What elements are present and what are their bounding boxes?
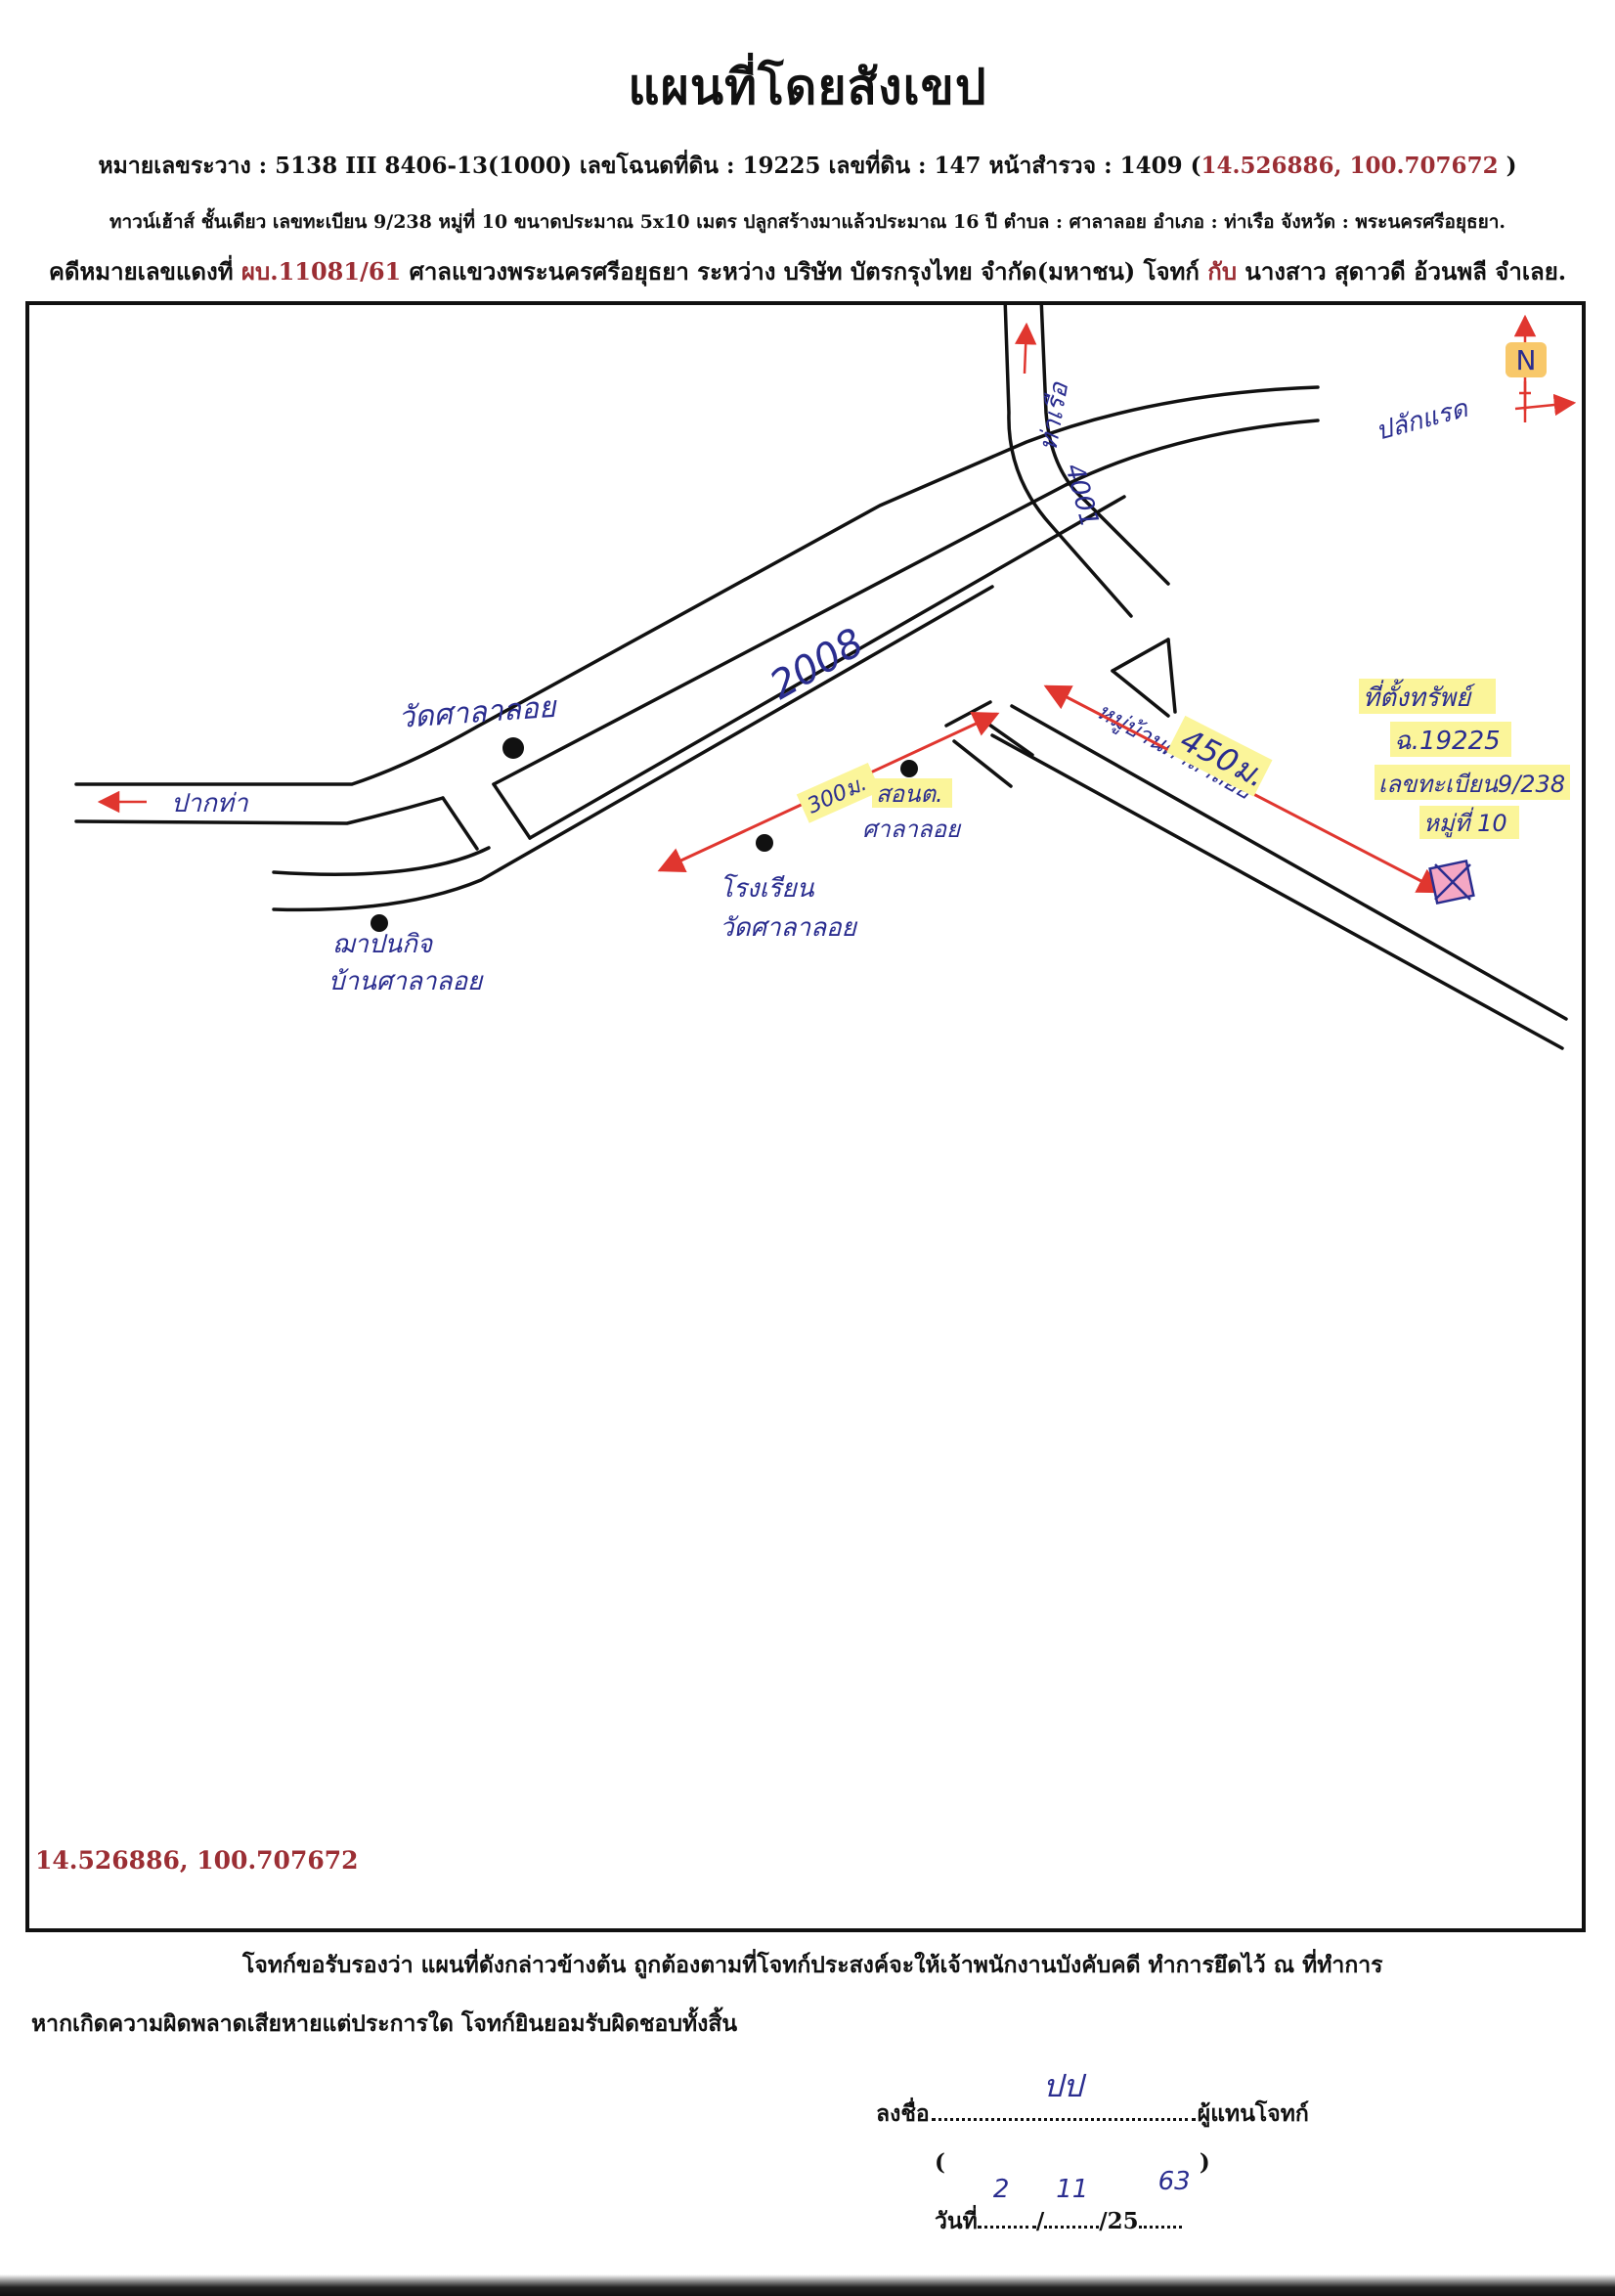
road-2008-upper-edge [74,385,1320,786]
road-4001-west-edge [1003,305,1133,618]
map-sheet-text: หมายเลขระวาง : 5138 III 8406-13(1000) เล… [98,153,1201,179]
distance-label-300: 300ม. [796,762,881,823]
side-street-2b [952,739,1013,788]
junction-cut-west [441,796,479,851]
case-with: กับ [1207,257,1238,286]
svg-text:ที่ตั้งทรัพย์: ที่ตั้งทรัพย์ [1363,679,1475,713]
map-drawing: N ท่าเรือ 4001 ปลักแรด ปากท่า 2008 หมู่บ… [74,305,1577,1050]
school-dot [756,834,773,852]
svg-text:ฉ.19225: ฉ.19225 [1394,727,1501,756]
certification-line-2: หากเกิดความผิดพลาดเสียหายแต่ประการใด โจท… [31,2010,738,2037]
date-month-field: 11 [1044,2175,1100,2229]
signature-field: ปป [931,2067,1196,2121]
svg-text:เลขทะเบียน9/238: เลขทะเบียน9/238 [1378,771,1565,798]
case-info: คดีหมายเลขแดงที่ ผบ.11081/61 ศาลแขวงพระน… [0,252,1615,290]
case-parties: ศาลแขวงพระนครศรีอยุธยา ระหว่าง บริษัท บั… [409,257,1200,286]
paren-open: ( [935,2149,945,2176]
junction-cut-east [492,782,532,840]
date-year-field: 63 [1138,2167,1191,2229]
scan-edge [0,2274,1615,2296]
side-street-2c [978,716,1034,757]
road-2008-lower-edge-east [492,419,1320,786]
certification-line-1: โจทก์ขอรับรองว่า แผนที่ดังกล่าวข้างต้น ถ… [242,1952,1383,1978]
name-parentheses: () [935,2149,1210,2176]
side-street-1b [1166,638,1177,714]
date-day: 2 [992,2175,1010,2204]
side-street-1 [1111,638,1170,673]
lower-road-top-east [528,495,1126,840]
header-coordinates: 14.526886, 100.707672 [1200,153,1499,179]
label-tharua: ท่าเรือ [1033,379,1074,454]
temple-dot [502,737,524,759]
road-4001-east-edge [1039,305,1170,586]
date-year-prefix: 25 [1107,2208,1139,2234]
page-title: แผนที่โดยสังเขป [628,58,987,115]
label-school-2: วัดศาลาลอย [720,913,858,943]
map-sheet-info: หมายเลขระวาง : 5138 III 8406-13(1000) เล… [0,149,1615,184]
health-center-dot [900,760,918,777]
label-pakta: ปากท่า [171,789,249,818]
sign-suffix: ผู้แทนโจทก์ [1197,2100,1309,2127]
lower-road-bottom [272,585,994,912]
label-village-2: บ้านศาลาลอย [328,967,484,996]
road-2008-lower-edge-west [74,796,445,825]
date-month: 11 [1056,2175,1089,2204]
map-sheet-close: ) [1506,153,1517,179]
label-health-2: ศาลาลอย [862,816,962,843]
paren-close: ) [1199,2149,1210,2176]
case-prefix: คดีหมายเลขแดงที่ [48,257,234,286]
label-school-1: โรงเรียน [720,873,815,904]
signature-mark: ปป [1042,2067,1083,2104]
map-frame: N ท่าเรือ 4001 ปลักแรด ปากท่า 2008 หมู่บ… [25,301,1586,1932]
arrow-tharua [1014,322,1037,375]
north-highlight [1506,342,1547,377]
lower-road-top-west [272,846,491,876]
date-year: 63 [1157,2167,1191,2196]
property-label: ที่ตั้งทรัพย์ ฉ.19225 เลขทะเบียน9/238 หม… [1359,679,1570,839]
sign-prefix: ลงชื่อ [876,2100,930,2127]
north-arrow: N [1506,314,1547,422]
signature-line: ลงชื่อ ปปผู้แทนโจทก์ [876,2067,1309,2132]
label-health-1: สอนต. [876,780,943,808]
property-marker [1428,859,1475,905]
label-plakraet: ปลักแรด [1373,394,1471,447]
north-label: N [1516,344,1537,376]
case-defendant: นางสาว สุดาวดี อ้วนพลี จำเลย. [1244,257,1567,286]
map-coordinates: 14.526886, 100.707672 [35,1846,359,1875]
date-prefix: วันที่ [935,2208,978,2234]
village-dot [371,914,388,932]
arrow-plakraet [1514,393,1577,417]
case-number: ผบ.11081/61 [240,257,402,286]
svg-text:หมู่ที่ 10: หมู่ที่ 10 [1423,807,1507,838]
label-temple: วัดศาลาลอย [397,690,559,735]
date-day-field: 2 [977,2175,1036,2229]
label-village-1: ฌาปนกิจ [332,930,434,959]
property-description: ทาวน์เฮ้าส์ ชั้นเดียว เลขทะเบียน 9/238 ห… [109,211,1506,233]
